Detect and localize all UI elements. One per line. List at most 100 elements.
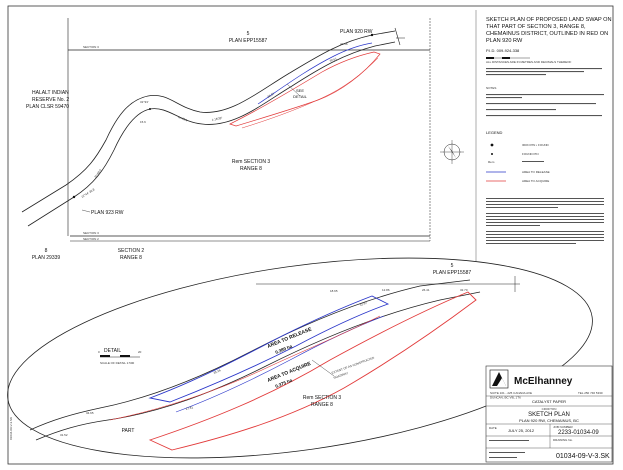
main-plan: 12°44' 26.8 R=68.5 31°33' A=48.1 1:18'39… bbox=[21, 18, 431, 261]
release-area-label: 0.389 ha bbox=[275, 343, 294, 354]
detail-rem-line-2: RANGE 8 bbox=[311, 402, 333, 408]
see-detail-line-2: DETAIL bbox=[293, 94, 307, 99]
svg-text:27.81: 27.81 bbox=[185, 405, 194, 411]
plan-923-left-label: PLAN 923 RW bbox=[91, 210, 124, 216]
north-arrow bbox=[440, 140, 464, 164]
svg-text:26.41: 26.41 bbox=[422, 288, 430, 292]
client-sub: CROFTON bbox=[542, 407, 557, 411]
side-file-text: 01034-09-V-3.SK bbox=[9, 417, 13, 440]
legend-item-label: FOUND PIN bbox=[522, 152, 539, 156]
svg-text:30.61: 30.61 bbox=[329, 56, 338, 62]
detail-rem-line-1: Rem SECTION 3 bbox=[303, 395, 342, 401]
legend-label: LEGEND bbox=[486, 130, 503, 135]
scale-note: ALL DISTANCES ARE IN METRES AND DECIMALS… bbox=[486, 60, 571, 64]
acquire-area-outline bbox=[229, 51, 381, 127]
drawing-subtitle: PLAN 920 RW, CHEMAINUS, BC bbox=[519, 418, 579, 423]
plan-29339-number: 8 bbox=[45, 248, 48, 254]
plan-923-leader bbox=[81, 209, 91, 213]
svg-text:0: 0 bbox=[98, 350, 100, 354]
svg-text:SCALE OF DETAIL 1:500: SCALE OF DETAIL 1:500 bbox=[100, 361, 135, 365]
legend-item-label: AREA TO RELEASE bbox=[522, 170, 550, 174]
heading-line-4: PLAN 920 RW bbox=[486, 38, 523, 44]
svg-text:15.6: 15.6 bbox=[140, 120, 146, 124]
svg-text:32.70: 32.70 bbox=[460, 288, 468, 292]
heading-line-3: CHEMAINUS DISTRICT, OUTLINED IN RED ON bbox=[486, 31, 608, 37]
detail-row-outer bbox=[29, 279, 471, 431]
svg-text:12°44' 26.8: 12°44' 26.8 bbox=[80, 187, 95, 199]
drawing-title: SKETCH PLAN bbox=[528, 412, 570, 418]
detail-note-leader bbox=[311, 359, 335, 377]
detail-part-label: PART bbox=[122, 428, 135, 434]
legend-found-pin-symbol bbox=[491, 153, 493, 155]
svg-text:ROADWAY: ROADWAY bbox=[333, 371, 349, 380]
svg-text:32.97: 32.97 bbox=[359, 301, 368, 307]
pid-label: P.I.D. 009-924-338 bbox=[486, 48, 520, 53]
date-value: JULY 25, 2012 bbox=[508, 428, 535, 433]
detail-scale-bar: 0 20 SCALE OF DETAIL 1:500 bbox=[98, 350, 142, 365]
iron-pin-marker bbox=[72, 195, 76, 199]
company-phone: TEL 250 746 5330 bbox=[578, 391, 603, 395]
heading-line-2: THAT PART OF SECTION 3, RANGE 8, bbox=[486, 24, 586, 30]
detail-row-inner bbox=[35, 291, 481, 441]
legend-item-label: IRON PIN • FOUND bbox=[522, 143, 550, 147]
detail-plan-label: PLAN EPP15587 bbox=[433, 270, 472, 276]
halalt-line-1: HALALT INDIAN bbox=[32, 90, 69, 96]
svg-text:34.65: 34.65 bbox=[86, 411, 94, 415]
section2-line-2: RANGE 8 bbox=[120, 255, 142, 261]
company-address-2: DUNCAN, BC V9L 1T6 bbox=[490, 396, 521, 400]
legend-iron-pin-symbol bbox=[490, 143, 494, 147]
svg-text:31.52: 31.52 bbox=[60, 433, 68, 437]
drawing-number: 01034-09-V-3.SK bbox=[556, 453, 610, 460]
drawing-no-label: DRAWING No. bbox=[553, 438, 573, 442]
heading-line-1: SKETCH PLAN OF PROPOSED LAND SWAP ON bbox=[486, 17, 612, 23]
detail-plan-number: 5 bbox=[451, 263, 454, 269]
acquire-area-line-2 bbox=[241, 57, 379, 129]
mcelhanney-logo bbox=[489, 369, 509, 389]
svg-text:A=48.1: A=48.1 bbox=[178, 115, 189, 122]
company-box: McElhanney SUITE 101 - 225 CANADA AVE DU… bbox=[485, 365, 613, 463]
svg-text:SECTION 3: SECTION 3 bbox=[83, 45, 99, 49]
halalt-line-3: PLAN CLSR 59470 bbox=[26, 104, 69, 110]
section2-line-1: SECTION 2 bbox=[118, 248, 145, 254]
svg-text:31°33': 31°33' bbox=[140, 100, 149, 104]
title-block: SKETCH PLAN OF PROPOSED LAND SWAP ON THA… bbox=[475, 10, 612, 262]
client-name: CATALYST PAPER bbox=[532, 399, 566, 404]
date-label: DATE bbox=[489, 426, 497, 430]
job-number: 2233-01034-09 bbox=[558, 430, 599, 436]
job-label: JOB NUMBER bbox=[553, 425, 574, 429]
see-detail-line-1: SEE bbox=[296, 88, 304, 93]
detail-title: DETAIL bbox=[104, 348, 121, 354]
detail-acquire-polygon bbox=[148, 291, 477, 451]
legend: IRON PIN • FOUND FOUND PIN Rem AREA TO R… bbox=[486, 143, 550, 183]
row-end-line bbox=[394, 27, 401, 46]
release-area-outline bbox=[257, 42, 373, 105]
svg-text:1:18'39": 1:18'39" bbox=[211, 116, 222, 122]
detail-acquire-line-2 bbox=[109, 315, 381, 421]
svg-text:12.86: 12.86 bbox=[382, 288, 390, 292]
company-address: SUITE 101 - 225 CANADA AVE bbox=[490, 391, 532, 395]
plan-920-top-label: PLAN 920 RW bbox=[340, 29, 373, 35]
notes-label: NOTES bbox=[486, 86, 496, 90]
svg-text:R=68.5: R=68.5 bbox=[94, 168, 103, 179]
svg-text:18.65: 18.65 bbox=[330, 289, 338, 293]
plan-29339-label: PLAN 29339 bbox=[32, 255, 61, 261]
top-plan-label: PLAN EPP15587 bbox=[229, 38, 268, 44]
detail-view: 0 20 SCALE OF DETAIL 1:500 18.65 12.86 2… bbox=[7, 257, 593, 459]
svg-text:20: 20 bbox=[138, 350, 142, 354]
legend-item-label: AREA TO ACQUIRE bbox=[522, 179, 549, 183]
detail-release-polygon bbox=[148, 295, 390, 403]
svg-text:35.26: 35.26 bbox=[213, 368, 222, 375]
iron-pin-marker bbox=[149, 108, 151, 110]
svg-text:SECTION 3: SECTION 3 bbox=[83, 231, 99, 235]
svg-text:42.56: 42.56 bbox=[340, 42, 348, 46]
acquire-area-label: 0.375 ha bbox=[275, 377, 294, 388]
see-detail-leader bbox=[286, 83, 301, 97]
row-inner-line bbox=[27, 41, 396, 227]
legend-rem-symbol: Rem bbox=[488, 160, 495, 164]
svg-text:SECTION 2: SECTION 2 bbox=[83, 237, 99, 241]
row-outer-line bbox=[21, 30, 396, 213]
halalt-line-2: RESERVE No. 2 bbox=[32, 97, 69, 103]
svg-text:36.07: 36.07 bbox=[267, 91, 276, 98]
top-plan-number: 5 bbox=[247, 31, 250, 37]
